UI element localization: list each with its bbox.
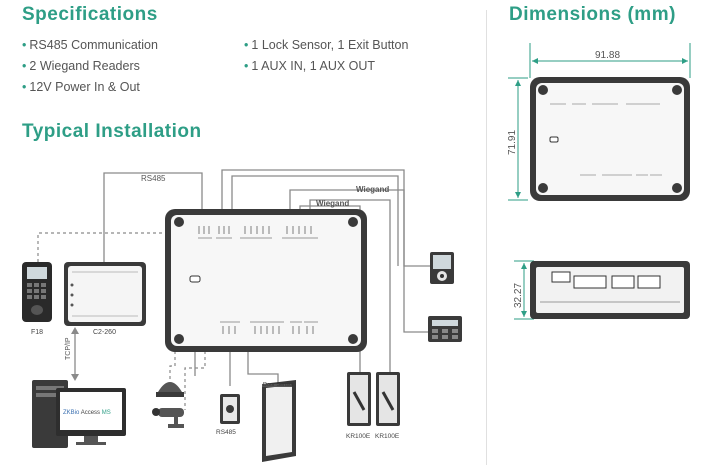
- wiegand-wire-1b: [231, 175, 399, 266]
- door-sensor-label: Door Sensor: [263, 382, 294, 388]
- wiegand-wire-1: [221, 169, 430, 267]
- section-divider: [486, 10, 487, 465]
- spec-item: •1 Lock Sensor, 1 Exit Button: [244, 38, 409, 52]
- kr100e-reader-2: [376, 372, 400, 426]
- height-dimension-label: 71.91: [507, 130, 518, 155]
- keypad-reader-device: [428, 316, 462, 342]
- installation-diagram: RS485 Wiegand Wiegand: [22, 169, 462, 462]
- depth-dimension-label: 32.27: [513, 283, 524, 308]
- rs485-top-label: RS485: [141, 174, 166, 183]
- f18-device: [22, 262, 52, 322]
- exit-button-device: [220, 394, 240, 424]
- board-top-view: [530, 77, 690, 201]
- kr100e-label-1: KR100E: [346, 433, 371, 440]
- door-device: [262, 380, 296, 462]
- door-wire: [247, 345, 279, 382]
- kr100e-reader-1: [347, 372, 371, 426]
- camera-dashed-wire: [184, 345, 206, 410]
- tcpip-label: TCP/IP: [65, 337, 72, 360]
- camera-device: [152, 408, 184, 428]
- width-dimension-label: 91.88: [595, 50, 620, 61]
- f18-label: F18: [31, 329, 43, 336]
- siren-dashed-wire: [169, 345, 176, 380]
- spec-item: •12V Power In & Out: [22, 80, 140, 94]
- wiegand-label-1: Wiegand: [356, 185, 389, 194]
- wiegand-wire-2: [289, 189, 428, 333]
- f18-dashed-wire: [37, 232, 164, 262]
- zkbio-brand-text: ZKBio Access MS: [63, 410, 111, 416]
- kr100e-label-2: KR100E: [375, 433, 400, 440]
- tcpip-link: [71, 327, 79, 381]
- rs485-bottom-label: RS485: [216, 429, 236, 436]
- specifications-heading: Specifications: [22, 4, 158, 25]
- wiegand-wire-kr-2: [309, 199, 391, 372]
- c2-260-label: C2-260: [93, 329, 116, 336]
- wiegand-label-2: Wiegand: [316, 199, 349, 208]
- dimensions-heading: Dimensions (mm): [509, 4, 676, 25]
- dimensions-diagram: 91.88 71.91 32.27: [507, 43, 691, 320]
- siren-device: [156, 382, 184, 397]
- controller-board: [165, 209, 367, 352]
- board-side-view: [530, 261, 690, 319]
- spec-item: •2 Wiegand Readers: [22, 59, 140, 73]
- camera-reader-device: [430, 252, 454, 284]
- spec-item: •1 AUX IN, 1 AUX OUT: [244, 59, 376, 73]
- typical-installation-heading: Typical Installation: [22, 121, 202, 142]
- c2-260-device: [64, 262, 146, 326]
- spec-item: •RS485 Communication: [22, 38, 158, 52]
- rs485-wire: [103, 172, 203, 262]
- pc-computer: [32, 380, 126, 448]
